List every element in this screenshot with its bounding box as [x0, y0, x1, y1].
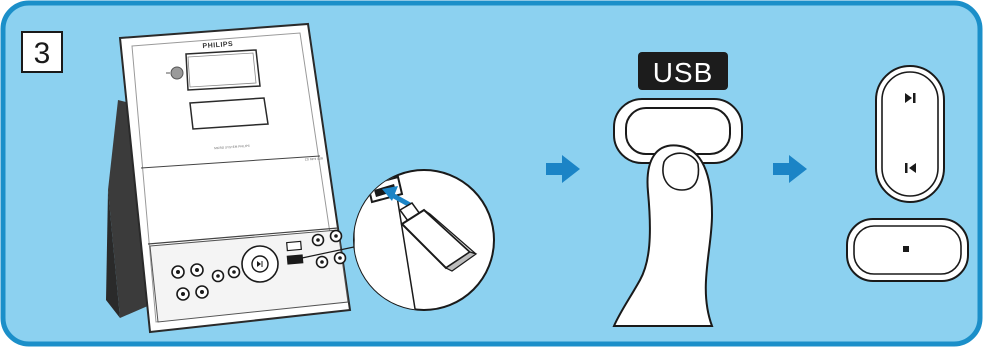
usb-button-label: USB — [653, 57, 714, 88]
usb-badge — [638, 52, 728, 90]
usb-insert-zoom — [353, 169, 495, 311]
usb-button-illustration: USB — [612, 52, 743, 327]
stop-icon — [903, 246, 909, 252]
usb-flash-drive — [398, 202, 478, 272]
micro-system-device: PHILIPS MICRO SYSTEM PHILIPS CD MP3 USB — [106, 22, 369, 334]
step-number: 3 — [34, 37, 51, 70]
device-caption: MICRO SYSTEM PHILIPS — [214, 144, 250, 150]
previous-track-icon — [905, 163, 916, 173]
step-number-box: 3 — [21, 31, 63, 73]
stop-button — [846, 218, 969, 282]
insert-arrow-icon — [382, 186, 412, 208]
pressing-finger — [612, 144, 714, 327]
device-model-label: CD MP3 USB — [305, 156, 324, 161]
next-step-arrow-icon — [546, 155, 580, 183]
next-track-icon — [905, 93, 916, 103]
next-step-arrow-icon — [773, 155, 807, 183]
device-brand: PHILIPS — [202, 41, 233, 50]
track-skip-button — [875, 65, 945, 203]
